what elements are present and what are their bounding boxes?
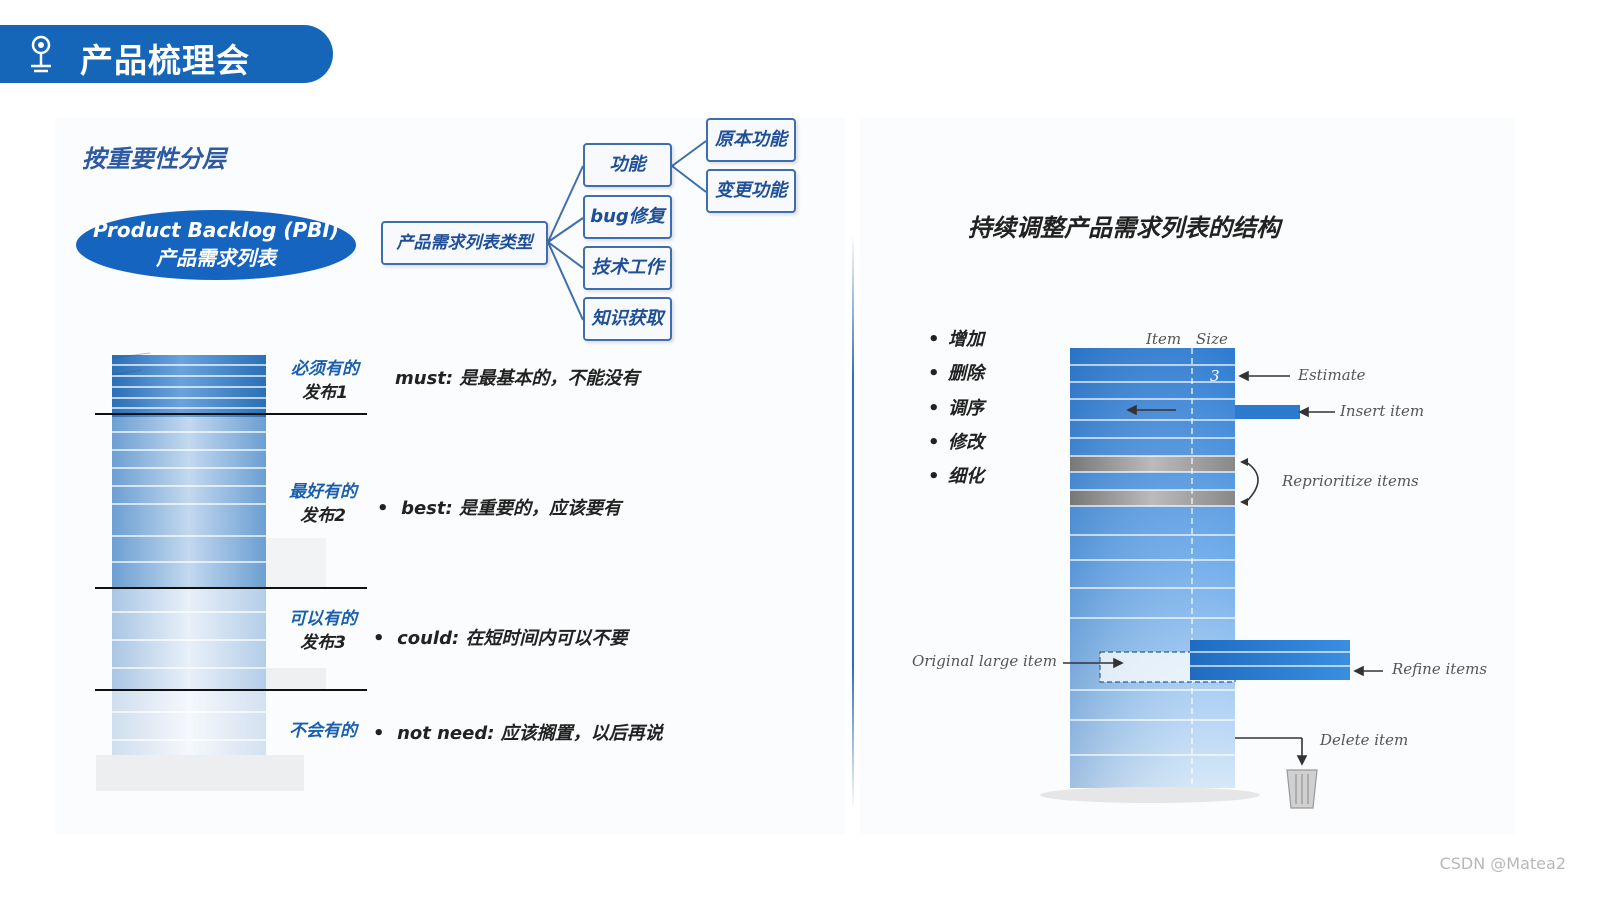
release-divider-1: [95, 413, 367, 415]
right-section-title: 持续调整产品需求列表的结构: [968, 214, 1280, 242]
pbi-ellipse: Product Backlog (PBI) 产品需求列表: [76, 210, 356, 280]
annotation-delete-item: Delete item: [1320, 731, 1409, 749]
op-item-refine: •细化: [928, 466, 984, 487]
header-banner: 产品梳理会: [0, 25, 333, 83]
layer-label-not-need: 不会有的: [289, 721, 357, 741]
layer-desc-must: must: 是最基本的，不能没有: [395, 368, 640, 389]
tree-node-function: 功能: [583, 143, 672, 187]
layer-desc-could: • could: 在短时间内可以不要: [373, 628, 628, 649]
annotation-original-item: Original large item: [912, 652, 1057, 670]
layer-desc-not-need: • not need: 应该搁置，以后再说: [373, 723, 663, 744]
annotation-refine-items: Refine items: [1392, 660, 1488, 678]
tree-node-bugfix: bug修复: [583, 195, 672, 239]
annotation-insert-item: Insert item: [1340, 402, 1425, 420]
vertical-divider: [852, 235, 854, 810]
watermark: CSDN @Matea2: [1439, 854, 1566, 873]
op-item-delete: •删除: [928, 363, 984, 384]
layer-label-best: 最好有的发布2: [289, 482, 357, 526]
column-header-size: Size: [1196, 330, 1228, 348]
pbi-label-cn: 产品需求列表: [156, 246, 276, 270]
release-divider-2: [95, 587, 367, 589]
page-title: 产品梳理会: [80, 41, 250, 80]
tree-root: 产品需求列表类型: [381, 221, 548, 265]
annotation-reprioritize: Reprioritize items: [1282, 472, 1419, 490]
op-item-modify: •修改: [928, 432, 984, 453]
section-title: 按重要性分层: [82, 145, 226, 173]
layer-label-could: 可以有的发布3: [289, 609, 357, 653]
trash-icon: [1286, 769, 1318, 809]
release-divider-3: [95, 689, 367, 691]
size-value: 3: [1210, 367, 1220, 385]
tree-node-changed-function: 变更功能: [706, 169, 796, 213]
location-pin-icon: [31, 35, 51, 73]
annotation-estimate: Estimate: [1298, 366, 1366, 384]
pbi-label-en: Product Backlog (PBI): [93, 218, 339, 242]
tree-node-knowledge: 知识获取: [583, 297, 672, 341]
layer-desc-best: • best: 是重要的，应该要有: [377, 498, 621, 519]
tree-node-tech-work: 技术工作: [583, 246, 672, 290]
column-header-item: Item: [1146, 330, 1182, 348]
tree-node-original-function: 原本功能: [706, 118, 796, 162]
op-item-add: •增加: [928, 329, 984, 350]
layer-label-must: 必须有的发布1: [291, 359, 359, 403]
op-item-reorder: •调序: [928, 398, 984, 419]
